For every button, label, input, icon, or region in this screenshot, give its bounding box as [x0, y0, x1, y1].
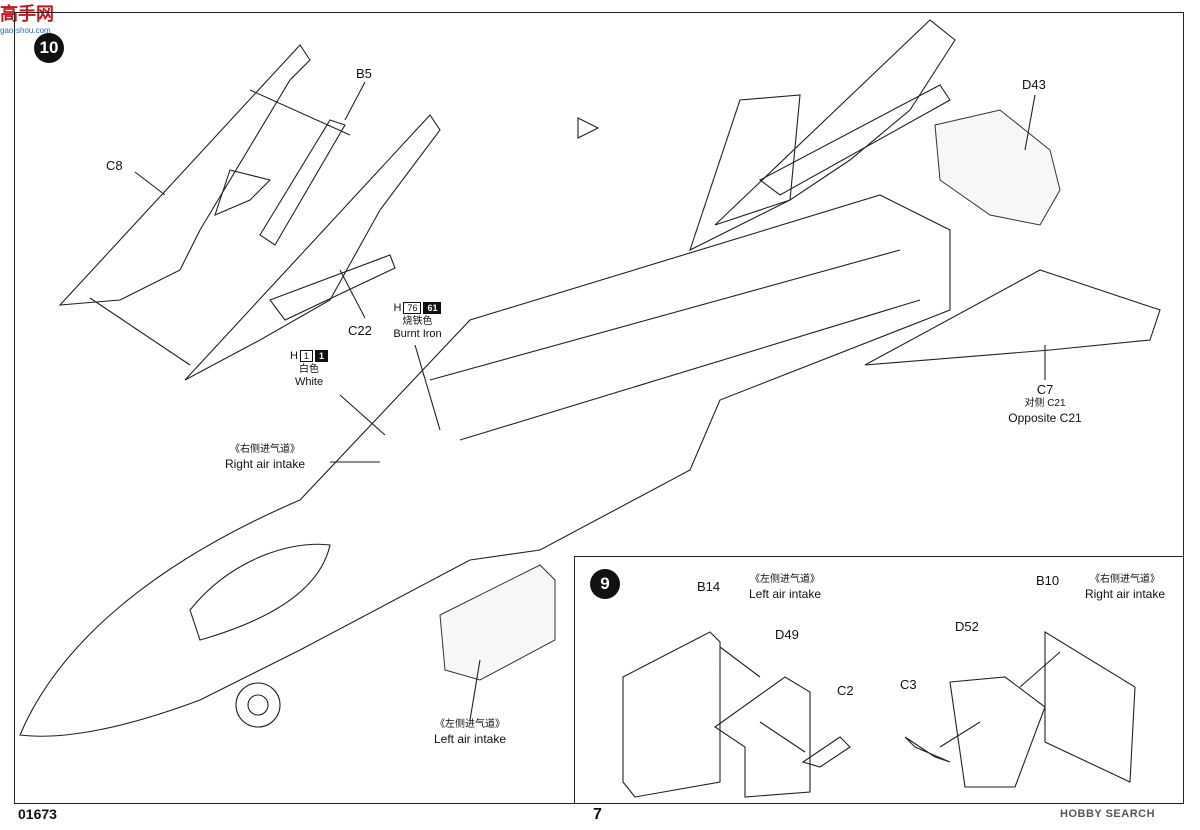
intake-panel-b14: [622, 631, 721, 798]
part-label-c22: C22: [348, 323, 372, 338]
step-10-badge: 10: [34, 33, 64, 63]
part-label-c8: C8: [106, 158, 123, 173]
inset-left-intake-en: Left air intake: [748, 587, 822, 601]
intake-ramp-d49: [714, 676, 811, 798]
site-logo-title: 高手网: [0, 4, 54, 24]
paint-number-alt: 61: [423, 302, 442, 315]
step-9-badge: 9: [590, 569, 620, 599]
wing-c22: [184, 114, 441, 381]
opposite-en: Opposite C21: [1008, 411, 1082, 425]
right-intake-cn: 《右侧进气道》: [230, 444, 300, 455]
paint-name-cn: 烧铁色: [402, 316, 433, 327]
part-label-c2: C2: [837, 683, 854, 698]
paint-name-en: Burnt Iron: [393, 328, 442, 340]
nozzle-d43: [934, 109, 1061, 226]
part-label-c3: C3: [900, 677, 917, 692]
site-logo: 高手网 gao-shou.com: [0, 0, 54, 35]
opposite-cn: 对侧 C21: [1024, 398, 1066, 409]
inset-left-intake-callout: 《左侧进气道》 Left air intake: [740, 573, 830, 601]
step-9-inset: 9 《左侧进气道》 Left air intake 《右侧进气道》 Right …: [574, 556, 1184, 804]
part-label-d49: D49: [775, 627, 799, 642]
left-intake-en: Left air intake: [433, 732, 507, 746]
paint-name-cn: 白色: [299, 364, 319, 375]
left-intake-callout: 《左侧进气道》 Left air intake: [415, 718, 525, 746]
intake-left: [439, 564, 556, 681]
part-label-d43: D43: [1022, 77, 1046, 92]
site-logo-subtitle: gao-shou.com: [0, 26, 51, 35]
paint-number: 76: [403, 302, 422, 315]
part-label-b14: B14: [697, 579, 721, 594]
paint-number-alt: 1: [314, 350, 328, 363]
part-label-b10: B10: [1036, 573, 1060, 588]
part-label-c7: C7: [1036, 382, 1054, 397]
watermark: HOBBY SEARCH: [1060, 808, 1156, 820]
stabilator-label: C7 对侧 C21 Opposite C21: [1005, 382, 1085, 426]
paint-number: 1: [299, 350, 313, 363]
wing-c8: [58, 44, 311, 306]
intake-panel-b10: [1044, 631, 1136, 783]
right-intake-en: Right air intake: [224, 457, 306, 471]
direction-arrow: [577, 117, 600, 139]
part-label-d52: D52: [955, 619, 979, 634]
vertical-tail: [689, 94, 801, 252]
paint-code: H: [290, 350, 298, 362]
paint-code: H: [393, 302, 402, 314]
inset-left-intake-cn: 《左侧进气道》: [750, 574, 820, 585]
intake-lip-c3: [904, 736, 951, 763]
page-number: 7: [593, 806, 602, 823]
intake-ramp-d52: [949, 676, 1046, 788]
stabilator-c7: [864, 269, 1161, 366]
inset-right-intake-en: Right air intake: [1084, 587, 1166, 601]
inset-right-intake-cn: 《右侧进气道》: [1090, 574, 1160, 585]
right-intake-callout: 《右侧进气道》 Right air intake: [200, 443, 330, 471]
left-intake-cn: 《左侧进气道》: [435, 719, 505, 730]
inset-right-intake-callout: 《右侧进气道》 Right air intake: [1075, 573, 1175, 601]
wing-right: [714, 19, 956, 226]
paint-name-en: White: [294, 376, 324, 388]
pylon-b5: [259, 119, 346, 246]
nose-wheel: [235, 682, 281, 728]
intake-lip-c2: [801, 736, 851, 768]
part-label-b5: B5: [356, 66, 372, 81]
product-code: 01673: [18, 806, 57, 822]
step-9-drawing: [622, 631, 1136, 798]
fuselage: [19, 194, 951, 737]
